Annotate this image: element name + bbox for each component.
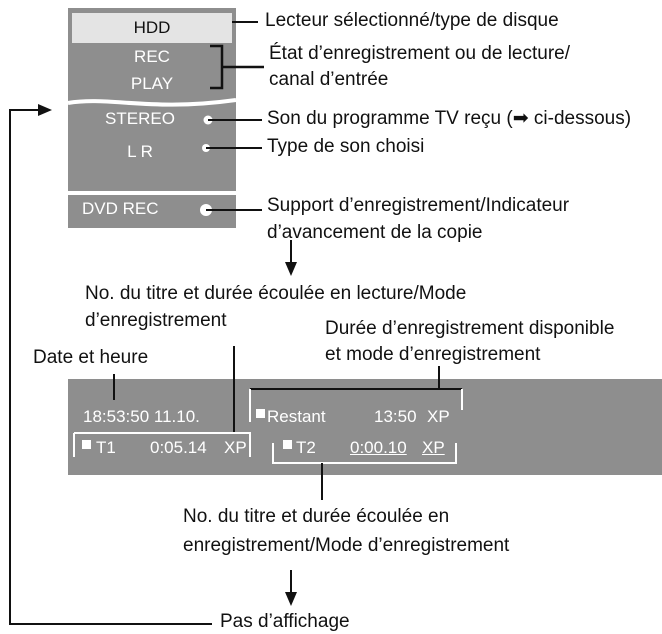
rec-time: 0:00.10 (350, 438, 407, 457)
play-mode: XP (224, 438, 247, 457)
no-display-label: Pas d’affichage (220, 611, 350, 632)
dvd-rec-label: DVD REC (82, 199, 159, 218)
clock-text: 18:53:50 11.10. (83, 407, 200, 426)
state-bracket (210, 44, 264, 90)
remaining-label-line2: et mode d’enregistrement (325, 344, 541, 365)
sound-chosen-label: Type de son choisi (267, 136, 425, 157)
play-title: T1 (96, 438, 116, 457)
play-info-bracket (73, 432, 251, 457)
media-label-line1: Support d’enregistrement/Indicateur (267, 195, 570, 216)
panel-divider (68, 191, 236, 195)
drive-label: Lecteur sélectionné/type de disque (265, 10, 559, 31)
sound-received-label: Son du programme TV reçu (➡ ci-dessous) (267, 108, 632, 129)
rec-square-icon (283, 440, 292, 449)
media-label-line2: d’avancement de la copie (267, 222, 483, 243)
rec-title: T2 (296, 438, 316, 457)
lr-label: L R (127, 142, 153, 161)
remaining-mode: XP (427, 407, 450, 426)
rec-info-label-line1: No. du titre et durée écoulée en (183, 506, 450, 527)
play-info-label-line1: No. du titre et durée écoulée en lecture… (85, 283, 467, 304)
remaining-label-line1: Durée d’enregistrement disponible (325, 318, 615, 339)
rec-mode: XP (422, 438, 445, 457)
stereo-label: STEREO (105, 109, 175, 128)
play-label: PLAY (130, 74, 174, 93)
return-loop (9, 109, 212, 625)
remaining-time: 13:50 (374, 407, 417, 426)
remaining-square-icon (256, 409, 265, 418)
down-arrow-2-head (285, 592, 297, 606)
rec-label: REC (134, 47, 170, 66)
remaining-bracket-sides (249, 389, 463, 422)
rec-info-label-line2: enregistrement/Mode d’enregistrement (183, 535, 510, 556)
wave-divider (67, 98, 237, 107)
hdd-label: HDD (133, 18, 171, 37)
down-arrow-1-head (285, 262, 297, 276)
remaining-label: Restant (267, 407, 326, 426)
osd-bottom-bar (68, 379, 662, 475)
date-time-label: Date et heure (33, 347, 149, 368)
play-time: 0:05.14 (150, 438, 207, 457)
play-square-icon (82, 440, 91, 449)
rec-info-bracket (272, 443, 457, 464)
state-label-line1: État d’enregistrement ou de lecture/ (269, 43, 571, 64)
state-label-line2: canal d’entrée (269, 69, 389, 90)
return-arrow-head (38, 104, 52, 116)
play-info-label-line2: d’enregistrement (85, 310, 227, 331)
hdd-indicator-box (72, 13, 232, 43)
